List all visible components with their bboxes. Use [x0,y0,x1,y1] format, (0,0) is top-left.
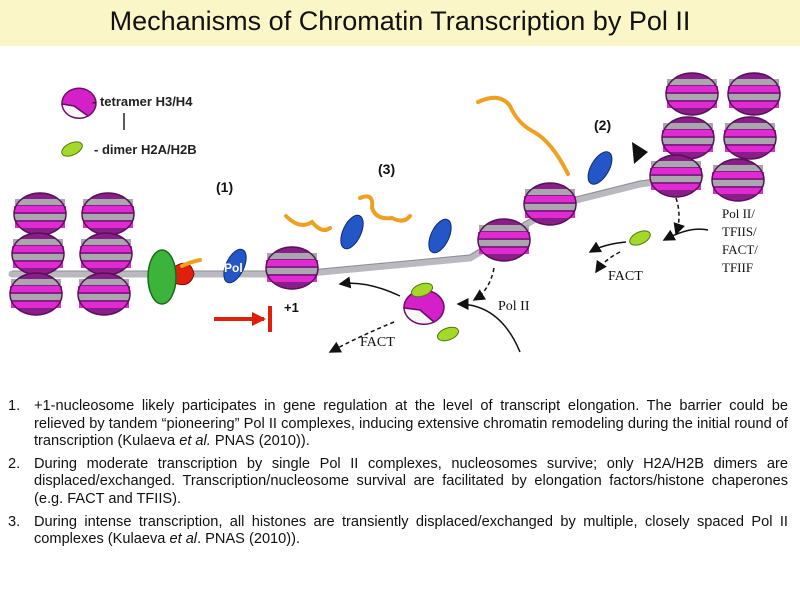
nucleosome-middle [477,218,531,262]
nucleosome-plus1 [265,246,319,290]
stage2-label: (2) [594,117,611,133]
plus1-label: +1 [284,300,299,315]
pol-short-label: Pol [224,261,243,275]
note-text: PNAS (2010)). [210,433,310,450]
legend-dimer-label: - dimer H2A/H2B [94,142,197,157]
note-number: 1. [8,398,21,414]
factor-line: TFIIS/ [722,224,757,239]
displaced-histones-bottom [328,267,521,353]
note-item: 2. During moderate transcription by singl… [8,456,788,509]
note-number: 3. [8,513,21,530]
initiation-complex [147,249,202,305]
fact-right-label: FACT [608,269,643,284]
factor-line: FACT/ [722,242,758,257]
fact-bottom-label: FACT [360,335,395,350]
note-item: 1. +1-nucleosome likely participates in g… [8,398,788,451]
note-text-italic: et al [169,531,198,548]
factor-line: Pol II/ [722,206,755,221]
note-text-italic: et al. [179,433,211,450]
pol-complex-stage1: Pol [223,248,247,284]
note-number: 2. [8,455,21,472]
legend-tetramer-label: - tetramer H3/H4 [92,94,193,109]
pol-ii-label: Pol II [498,299,530,314]
page-title: Mechanisms of Chromatin Transcription by… [109,6,691,36]
stage1-label: (1) [216,179,233,195]
barrier-symbol [214,306,272,332]
note-text: During moderate transcription by single … [34,455,788,507]
factor-line: TFIIF [722,260,753,275]
stage3-label: (3) [378,161,395,177]
title-band [0,0,800,46]
note-text: +1-nucleosome likely participates in gen… [34,398,788,450]
note-text: . PNAS (2010)). [197,531,301,548]
factor-list: Pol II/ TFIIS/ FACT/ TFIIF [722,206,758,275]
pol-complex-stage2 [476,95,648,226]
chromatin-diagram: - tetramer H3/H4 - dimer H2A/H2B Pol +1 … [8,72,781,353]
legend-dimer-icon [61,141,83,157]
legend-tetramer-icon [61,87,97,120]
nucleosome-cluster-right [649,72,781,202]
pol-complexes-stage3 [284,194,452,254]
notes-list: 1. +1-nucleosome likely participates in g… [8,398,788,554]
note-item: 3. During intense transcription, all hist… [8,514,788,549]
nucleosome-cluster-left [9,192,135,316]
dimer-exchange-right [588,197,709,274]
note-text: During intense transcription, all histon… [34,513,788,548]
